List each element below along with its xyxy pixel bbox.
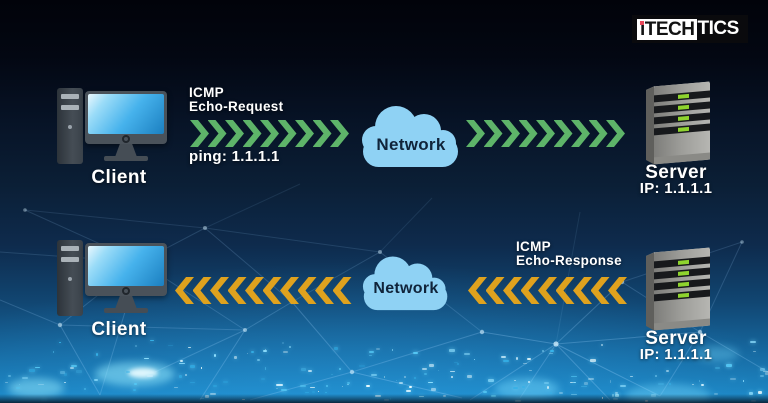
tower-button — [68, 125, 72, 129]
tower-button — [68, 277, 72, 281]
network-label: Network — [373, 280, 439, 297]
city-glow — [128, 368, 158, 378]
client-computer-top: Client — [57, 86, 171, 188]
monitor-screen — [88, 246, 164, 286]
client-monitor-icon — [85, 243, 167, 296]
tower-slot — [61, 94, 79, 99]
server-ip-label: IP: 1.1.1.1 — [639, 180, 713, 197]
client-label: Client — [91, 167, 147, 188]
server-bottom: Server IP: 1.1.1.1 — [636, 240, 716, 363]
tower-slot — [61, 105, 79, 110]
network-label: Network — [376, 135, 446, 154]
city-silhouette — [0, 394, 768, 403]
monitor-stand-base — [104, 156, 148, 161]
logo-itech: iTECH — [637, 18, 697, 40]
monitor-button — [122, 287, 130, 295]
city-glow — [695, 346, 739, 362]
client-tower-icon — [57, 240, 83, 316]
client-monitor-icon — [85, 91, 167, 144]
server-tower-icon — [646, 247, 710, 331]
tower-slot — [61, 257, 79, 262]
client-computer-bottom: Client — [57, 238, 171, 340]
monitor-stand-base — [104, 308, 148, 313]
city-glow — [8, 378, 64, 398]
server-ip-label: IP: 1.1.1.1 — [639, 346, 713, 363]
server-label: Server — [645, 162, 707, 183]
client-label: Client — [91, 319, 147, 340]
server-tower-icon — [646, 81, 710, 165]
echo-response-arrows-right — [468, 277, 627, 304]
server-label: Server — [645, 328, 707, 349]
cloud-icon — [362, 256, 448, 311]
icmp-echo-request-label: ICMP Echo-Request — [189, 85, 284, 114]
echo-request-arrows-left — [190, 120, 349, 147]
client-tower-icon — [57, 88, 83, 164]
ping-command-label: ping: 1.1.1.1 — [189, 148, 280, 165]
network-cloud-bottom: Network — [357, 253, 455, 311]
logo-tics: TICS — [697, 18, 740, 39]
echo-request-arrows-right — [466, 120, 625, 147]
cloud-icon — [362, 106, 458, 167]
server-top: Server IP: 1.1.1.1 — [636, 74, 716, 197]
logo-i-letter: i — [640, 18, 645, 40]
monitor-button — [122, 135, 130, 143]
network-cloud-top: Network — [356, 102, 466, 168]
monitor-stand — [115, 296, 137, 309]
monitor-stand — [115, 144, 137, 157]
logo-tech: TECH — [644, 18, 695, 40]
echo-response-arrows-left — [175, 277, 352, 304]
monitor-screen — [88, 94, 164, 134]
icmp-echo-response-label: ICMP Echo-Response — [516, 239, 622, 268]
tower-slot — [61, 246, 79, 251]
